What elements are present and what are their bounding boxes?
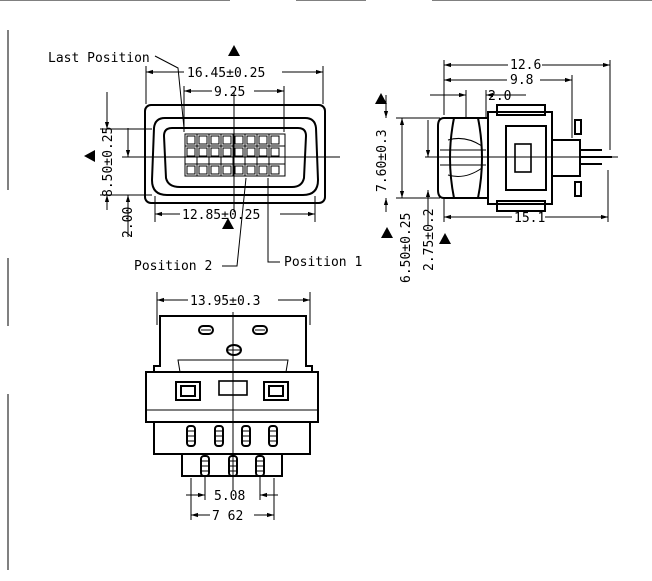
side-dim-offset2: 2.75±0.2 (422, 208, 437, 271)
datum-triangle-bottom (222, 218, 234, 229)
dim-height: 8.50±0.25 (101, 127, 116, 197)
front-view: 16.45±0.25 9.25 Last Position 12.85±0.25… (48, 45, 362, 274)
label-position-2: Position 2 (134, 259, 212, 274)
dim-width-outer: 16.45±0.25 (187, 66, 265, 81)
label-last-position: Last Position (48, 51, 150, 66)
bottom-view: 13.95±0.3 (145, 292, 319, 524)
dim-width-inner: 9.25 (214, 85, 245, 100)
side-dim-mid: 9.8 (510, 73, 533, 88)
side-dim-offset1: 6.50±0.25 (399, 213, 414, 283)
side-view: 12.6 9.8 2.0 7.60±0.3 6.50±0.25 2.75±0.2 (375, 58, 618, 283)
side-datum-triangle-top (375, 93, 387, 104)
dim-small: 2.00 (121, 207, 136, 238)
datum-triangle-left (84, 150, 95, 162)
side-dim-length: 15.1 (514, 211, 545, 226)
datum-triangle-top (228, 45, 240, 56)
bottom-dim-width: 13.95±0.3 (190, 294, 260, 309)
contact-grid (184, 133, 286, 177)
side-datum-triangle-right (439, 233, 451, 244)
bottom-dim-pitch1: 5.08 (214, 489, 245, 504)
side-dim-small: 2.0 (488, 89, 511, 104)
side-datum-triangle-left (381, 227, 393, 238)
side-dim-total: 12.6 (510, 58, 541, 73)
dim-width-bottom: 12.85±0.25 (182, 208, 260, 223)
side-dim-height: 7.60±0.3 (375, 129, 390, 192)
bottom-dim-pitch2: 7 62 (212, 509, 243, 524)
label-position-1: Position 1 (284, 255, 362, 270)
